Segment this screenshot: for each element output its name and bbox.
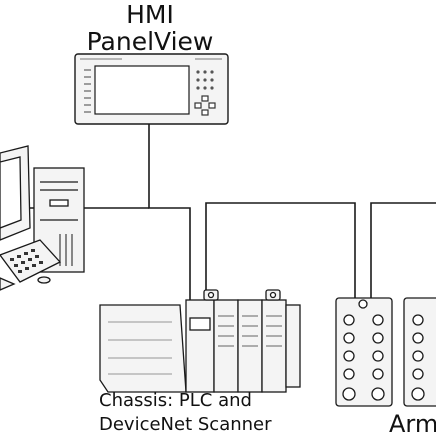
chassis-to-module1-line	[205, 202, 356, 300]
hmi-label-line1: HMI	[126, 0, 174, 29]
desktop-computer-icon	[0, 145, 85, 291]
hmi-to-chassis-line	[148, 124, 191, 300]
chassis-label-line2: DeviceNet Scanner	[99, 414, 272, 435]
devicenet-module-icon-2	[403, 297, 436, 407]
hmi-panelview-icon	[74, 53, 229, 125]
trunk-to-module2-line	[370, 202, 436, 298]
devicenet-module-icon	[335, 297, 393, 407]
hmi-label-line2: PanelView	[86, 27, 214, 56]
connection-lines	[0, 124, 436, 300]
chassis-label-line1: Chassis: PLC and	[99, 390, 252, 411]
arm-label: Arm	[389, 410, 436, 438]
plc-chassis-icon	[99, 289, 301, 393]
